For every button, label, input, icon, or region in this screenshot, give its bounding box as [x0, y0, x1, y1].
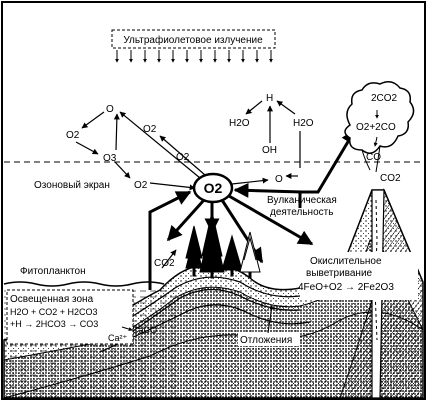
caco-label: CaCO	[132, 325, 157, 335]
uv-box	[111, 29, 276, 49]
ozone-o3: O3	[103, 153, 117, 164]
deposits-bg	[238, 333, 300, 346]
ozone-cycle: O O2 O3 O2 O2 O2	[66, 104, 206, 191]
ozone-o2-bottom: O2	[134, 180, 148, 191]
water-h: H	[266, 93, 273, 104]
water-h2o-left: H2O	[229, 118, 250, 129]
ozone-o2-left: O2	[66, 130, 80, 141]
o2-to-ozone: O2	[176, 152, 190, 163]
uv-label: Ультрафиолетовое излучение	[123, 34, 263, 46]
weathering-bg	[300, 252, 418, 300]
water-h2o-right: H2O	[293, 118, 314, 129]
weathering-label-2: выветривание	[306, 268, 373, 279]
lit-eq1: H2O + CO2 + H2CO3	[10, 307, 98, 317]
forest-trees	[185, 211, 261, 279]
o-right: O	[275, 174, 283, 185]
phytoplankton-label: Фитопланктон	[20, 266, 86, 277]
volcanic-label-1: Вулканическая	[267, 195, 337, 206]
o2-center-label: O2	[204, 180, 223, 196]
lit-ca: Ca²⁺	[108, 333, 128, 343]
water-oh: OH	[262, 145, 277, 156]
cloud-co: CO	[366, 152, 381, 163]
weathering-eq: 4FeO+O2 → 2Fe2O3	[298, 282, 394, 293]
deposits-label: Отложения	[240, 335, 292, 346]
strata-lines	[99, 276, 311, 353]
o2-central-ellipse	[192, 172, 234, 204]
co2-shore: CO2	[154, 258, 175, 269]
volcanic-label-2: деятельность	[270, 207, 333, 218]
cloud-co2-right: CO2	[380, 173, 401, 184]
lit-zone-box	[6, 289, 134, 345]
ozone-o2-right: O2	[143, 124, 157, 135]
lit-zone-label: Освещенная зона	[10, 294, 94, 305]
water-cycle: H H2O H2O OH O	[229, 93, 314, 185]
o2-flow-arrows	[148, 128, 357, 290]
cloud-co2-top: 2CO2	[371, 93, 398, 104]
ozone-label: Озоновый экран	[34, 180, 110, 191]
lit-eq2: +H → 2HCO3 → CO3	[10, 319, 98, 329]
volcano-cloud: 2CO2 O2+2CO CO CO2	[344, 81, 415, 184]
ozone-o: O	[106, 104, 114, 115]
cloud-reaction: O2+2CO	[356, 122, 396, 133]
uv-arrows	[115, 50, 273, 63]
weathering-label-1: Окислительное	[310, 256, 382, 267]
